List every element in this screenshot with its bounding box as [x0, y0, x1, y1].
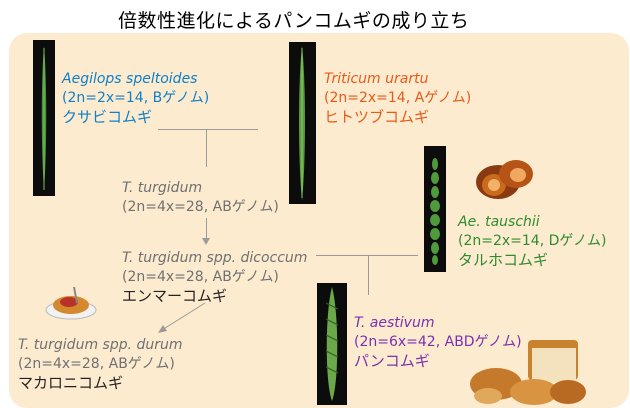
- turgidum-label: T. turgidum (2n=4x=28, ABゲノム): [122, 179, 279, 217]
- tauschii-jp-name: タルホコムギ: [458, 251, 549, 269]
- urartu-jp-name: ヒトツブコムギ: [324, 108, 430, 126]
- aestivum-spike-photo: [317, 283, 347, 405]
- connector-down-dicoccum: [206, 218, 207, 242]
- durum-genome: (2n=4x=28, ABゲノム): [18, 356, 175, 372]
- connector-dicoccum-tauschii: [316, 255, 418, 256]
- baumkuchen-icon: [476, 160, 533, 199]
- diagram-title: 倍数性進化によるパンコムギの成り立ち: [118, 10, 470, 32]
- aestivum-sci-name: T. aestivum: [354, 315, 435, 331]
- speltoides-jp-name: クサビコムギ: [62, 108, 153, 126]
- speltoides-label: Aegilops speltoides (2n=2x=14, Bゲノム) クサビ…: [62, 70, 209, 127]
- dicoccum-genome: (2n=4x=28, ABゲノム): [122, 269, 279, 285]
- urartu-sci-name: Triticum urartu: [324, 71, 429, 87]
- tauschii-genome: (2n=2x=14, Dゲノム): [458, 233, 607, 249]
- dicoccum-sci-name: T. turgidum spp. dicoccum: [122, 250, 308, 266]
- speltoides-genome: (2n=2x=14, Bゲノム): [62, 90, 210, 106]
- aestivum-jp-name: パンコムギ: [354, 352, 430, 370]
- speltoides-spike-photo: [33, 40, 55, 196]
- durum-label: T. turgidum spp. durum (2n=4x=28, ABゲノム)…: [18, 336, 183, 393]
- tauschii-spike-photo: [424, 146, 446, 272]
- urartu-spike-photo: [289, 42, 316, 204]
- arrow-to-durum: [158, 302, 206, 333]
- tauschii-sci-name: Ae. tauschii: [458, 214, 540, 230]
- connector-down-aestivum: [368, 255, 369, 295]
- speltoides-sci-name: Aegilops speltoides: [62, 71, 198, 87]
- durum-sci-name: T. turgidum spp. durum: [18, 337, 183, 353]
- pasta-icon: [45, 286, 97, 320]
- durum-jp-name: マカロニコムギ: [18, 374, 124, 392]
- bread-icon: [470, 340, 586, 405]
- urartu-label: Triticum urartu (2n=2x=14, Aゲノム) ヒトツブコムギ: [324, 70, 471, 127]
- aestivum-label: T. aestivum (2n=6x=42, ABDゲノム) パンコムギ: [354, 314, 522, 371]
- urartu-genome: (2n=2x=14, Aゲノム): [324, 90, 472, 106]
- turgidum-sci-name: T. turgidum: [122, 180, 203, 196]
- dicoccum-jp-name: エンマーコムギ: [122, 287, 228, 305]
- connector-speltoides-urartu: [158, 129, 258, 130]
- dicoccum-label: T. turgidum spp. dicoccum (2n=4x=28, ABゲ…: [122, 249, 307, 306]
- tauschii-label: Ae. tauschii (2n=2x=14, Dゲノム) タルホコムギ: [458, 213, 606, 270]
- connector-down-turgidum: [206, 129, 207, 167]
- turgidum-genome: (2n=4x=28, ABゲノム): [122, 199, 279, 215]
- arrowhead-dicoccum: [202, 238, 210, 245]
- aestivum-genome: (2n=6x=42, ABDゲノム): [354, 334, 522, 350]
